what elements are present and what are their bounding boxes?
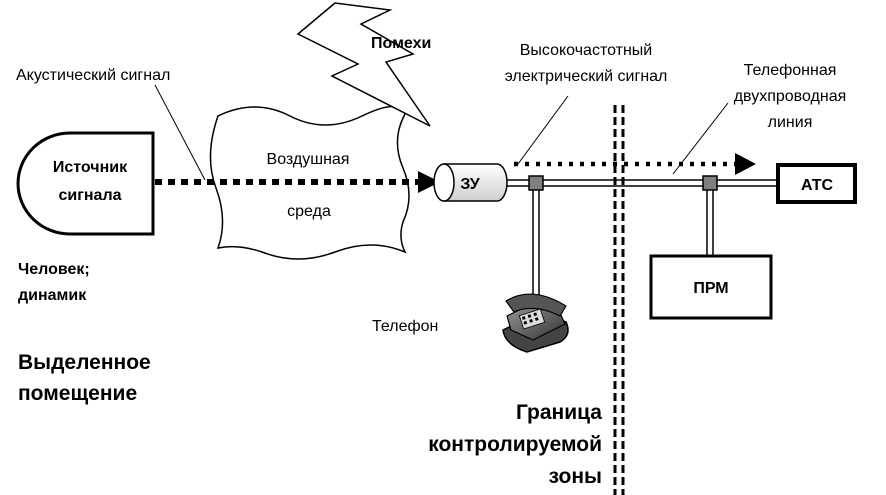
label-boundary-3: зоны — [549, 465, 602, 488]
telephone-drop-line — [532, 186, 540, 300]
telephone-icon — [502, 293, 569, 353]
signal-source-shape — [16, 131, 155, 236]
label-acoustic-signal: Акустический сигнал — [16, 67, 170, 84]
label-prm: ПРМ — [693, 280, 728, 297]
label-source-1: Источник — [53, 159, 128, 176]
label-boundary-2: контролируемой — [428, 433, 602, 456]
label-telephone: Телефон — [372, 318, 438, 335]
hf-arrow-head — [735, 153, 756, 175]
label-ats: АТС — [801, 177, 834, 194]
leader-acoustic — [154, 84, 206, 181]
air-medium-shape — [209, 105, 410, 260]
label-interference: Помехи — [371, 35, 431, 52]
telephone-line — [505, 179, 778, 187]
label-human-2: динамик — [18, 287, 87, 304]
label-zu: ЗУ — [460, 176, 480, 193]
label-room-1: Выделенное — [18, 351, 151, 374]
label-source-2: сигнала — [58, 187, 121, 204]
label-hf-signal-1: Высокочастотный — [520, 42, 653, 59]
lightning-bolt-icon — [296, 2, 431, 127]
leader-hf-signal — [517, 95, 569, 165]
prm-box — [649, 254, 773, 320]
label-hf-signal-2: электрический сигнал — [505, 68, 668, 85]
prm-drop-line — [706, 186, 714, 255]
label-phone-line-3: линия — [768, 114, 813, 131]
junction-phone — [528, 175, 544, 191]
label-phone-line-2: двухпроводная — [734, 88, 847, 105]
label-air-2: среда — [287, 203, 331, 220]
label-air-1: Воздушная — [267, 151, 350, 168]
ats-box — [776, 163, 857, 204]
acoustic-arrow-head — [418, 171, 440, 193]
label-human-1: Человек; — [18, 261, 90, 278]
zu-device — [433, 163, 508, 202]
label-phone-line-1: Телефонная — [744, 62, 837, 79]
label-boundary-1: Граница — [516, 401, 602, 424]
controlled-zone-boundary — [613, 105, 625, 495]
junction-prm — [702, 175, 718, 191]
label-room-2: помещение — [18, 382, 137, 405]
